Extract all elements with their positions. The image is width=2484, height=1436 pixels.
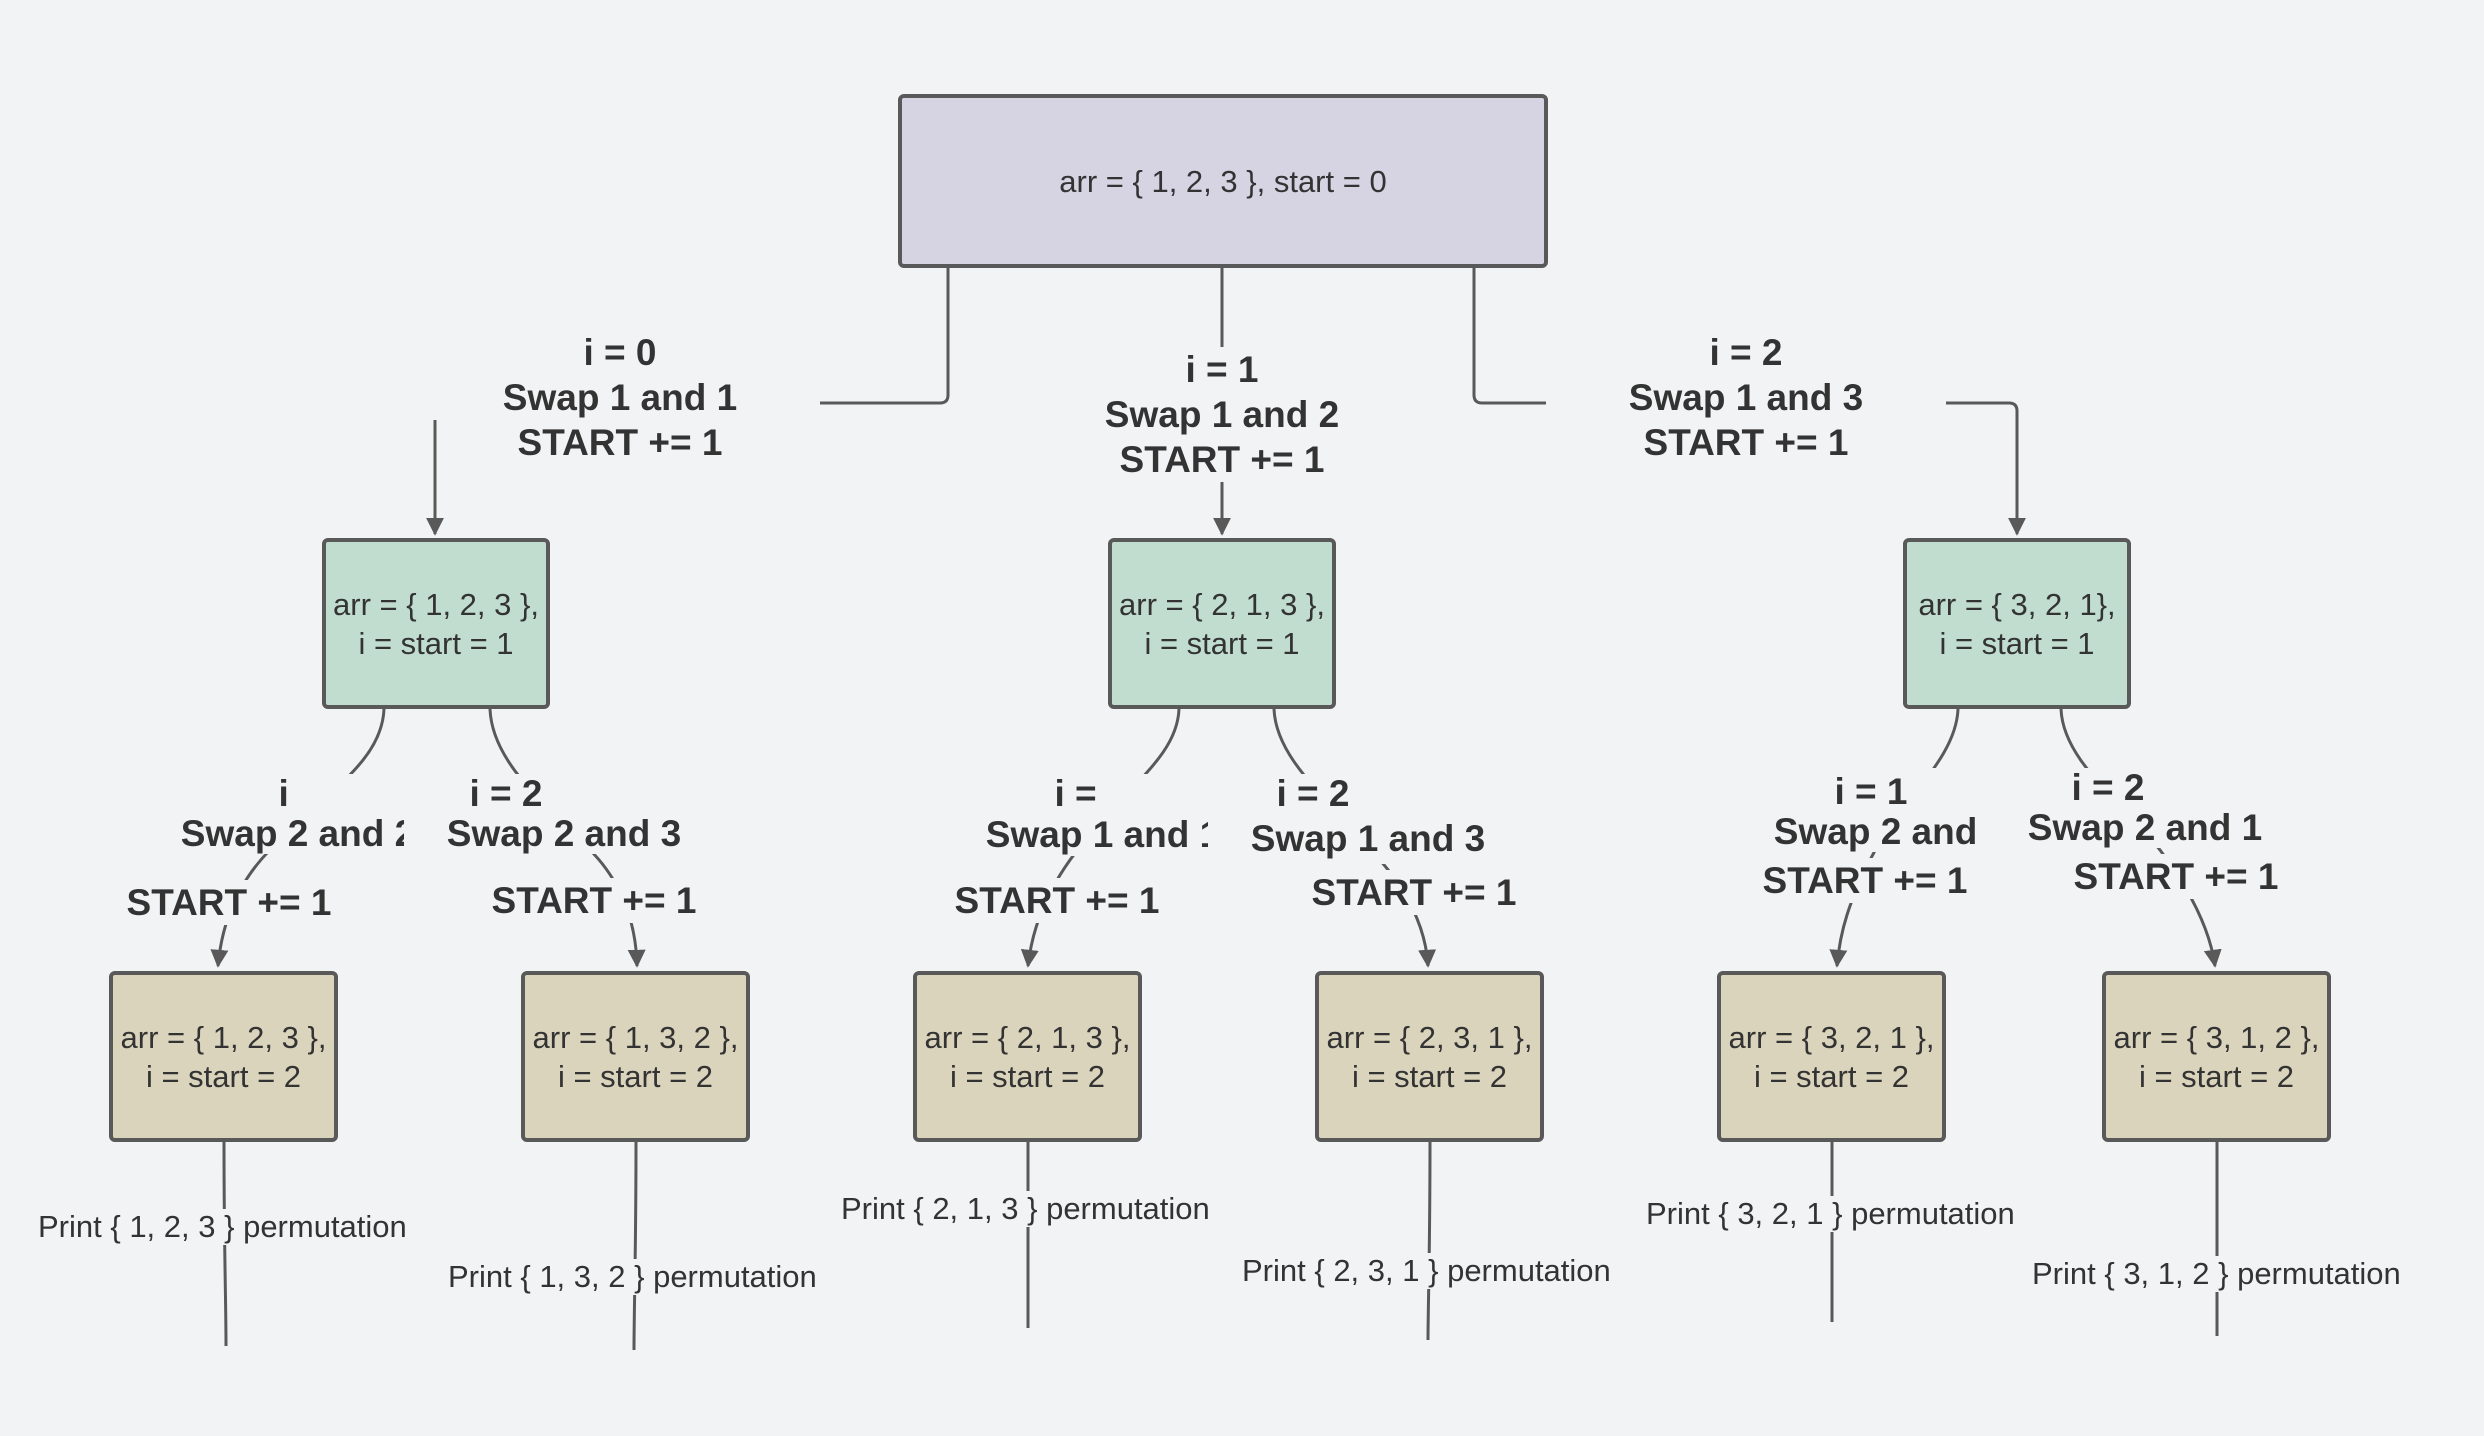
root-node-text: arr = { 1, 2, 3 }, start = 0 bbox=[1059, 163, 1387, 199]
node-array: arr = { 1, 3, 2 }, bbox=[532, 1019, 739, 1055]
edge-index: i = 2 bbox=[1098, 774, 1528, 814]
node-index: i = start = 1 bbox=[1939, 625, 2095, 661]
edge-node3-to-leaf6 bbox=[2059, 708, 2222, 968]
level2-node-6: arr = { 3, 1, 2 },i = start = 2 bbox=[2102, 971, 2331, 1142]
print-label-6: Print { 3, 1, 2 } permutation bbox=[2030, 1256, 2403, 1292]
leaf-line-1 bbox=[222, 1141, 228, 1347]
level1-node-1: arr = { 1, 2, 3 },i = start = 1 bbox=[322, 538, 550, 709]
node-index: i = start = 2 bbox=[949, 1058, 1106, 1094]
node-array: arr = { 2, 1, 3 }, bbox=[1119, 586, 1325, 622]
node-index: i = start = 2 bbox=[2138, 1058, 2295, 1094]
edge-index: i = 2 bbox=[1709, 332, 1783, 373]
leaf-line-2 bbox=[632, 1141, 638, 1351]
node-array: arr = { 1, 2, 3 }, bbox=[120, 1019, 327, 1055]
child-edge-label-4: i = 2 Swap 1 and 3 START += 1 bbox=[1098, 774, 1528, 915]
node-index: i = start = 1 bbox=[358, 625, 514, 661]
edge-swap: Swap 2 and 1 bbox=[1985, 808, 2305, 848]
level1-node-3: arr = { 3, 2, 1},i = start = 1 bbox=[1903, 538, 2131, 709]
edge-start: START += 1 bbox=[1300, 870, 1528, 915]
edge-start: START += 1 bbox=[517, 422, 723, 463]
edge-start: START += 1 bbox=[1679, 858, 2051, 903]
node-index: i = start = 2 bbox=[1351, 1058, 1508, 1094]
level2-node-1: arr = { 1, 2, 3 },i = start = 2 bbox=[109, 971, 338, 1142]
edge-start: START += 1 bbox=[2047, 854, 2305, 899]
print-label-3: Print { 2, 1, 3 } permutation bbox=[839, 1191, 1212, 1227]
print-label-4: Print { 2, 3, 1 } permutation bbox=[1240, 1253, 1613, 1289]
root-edge-label-2: i = 1 Swap 1 and 2 START += 1 bbox=[1022, 347, 1422, 482]
edge-swap: Swap 1 and 2 bbox=[1022, 392, 1422, 437]
print-label-5: Print { 3, 2, 1 } permutation bbox=[1644, 1196, 2017, 1232]
level2-node-2: arr = { 1, 3, 2 },i = start = 2 bbox=[521, 971, 750, 1142]
node-index: i = start = 1 bbox=[1144, 625, 1300, 661]
edge-index: i = 2 bbox=[1911, 768, 2305, 808]
print-label-2: Print { 1, 3, 2 } permutation bbox=[446, 1259, 819, 1295]
edge-swap: Swap 1 and 1 bbox=[420, 375, 820, 420]
root-node: arr = { 1, 2, 3 }, start = 0 bbox=[898, 94, 1548, 268]
level2-node-4: arr = { 2, 3, 1 },i = start = 2 bbox=[1315, 971, 1544, 1142]
node-index: i = start = 2 bbox=[557, 1058, 714, 1094]
edge-start: START += 1 bbox=[1643, 422, 1849, 463]
edge-index: i = 2 bbox=[288, 774, 724, 814]
root-edge-label-3: i = 2 Swap 1 and 3 START += 1 bbox=[1546, 330, 1946, 465]
node-index: i = start = 2 bbox=[145, 1058, 302, 1094]
level2-node-3: arr = { 2, 1, 3 },i = start = 2 bbox=[913, 971, 1142, 1142]
edge-swap: Swap 1 and 3 bbox=[1208, 814, 1528, 864]
leaf-line-4 bbox=[1426, 1141, 1432, 1341]
child-edge-label-2: i = 2 Swap 2 and 3 START += 1 bbox=[288, 774, 724, 923]
edge-start: START += 1 bbox=[1022, 437, 1422, 482]
node-array: arr = { 2, 1, 3 }, bbox=[924, 1019, 1131, 1055]
edge-index: i = 1 bbox=[1022, 347, 1422, 392]
child-edge-label-6: i = 2 Swap 2 and 1 START += 1 bbox=[1911, 768, 2305, 899]
level2-node-5: arr = { 3, 2, 1 },i = start = 2 bbox=[1717, 971, 1946, 1142]
node-array: arr = { 3, 2, 1 }, bbox=[1728, 1019, 1935, 1055]
node-array: arr = { 3, 2, 1}, bbox=[1918, 586, 2116, 622]
level1-node-2: arr = { 2, 1, 3 },i = start = 1 bbox=[1108, 538, 1336, 709]
node-array: arr = { 3, 1, 2 }, bbox=[2113, 1019, 2320, 1055]
root-edge-label-1: i = 0 Swap 1 and 1 START += 1 bbox=[420, 330, 820, 465]
edge-start: START += 1 bbox=[464, 878, 724, 923]
edge-swap: Swap 1 and 3 bbox=[1546, 375, 1946, 420]
edge-start: START += 1 bbox=[847, 878, 1267, 923]
node-index: i = start = 2 bbox=[1753, 1058, 1910, 1094]
node-array: arr = { 2, 3, 1 }, bbox=[1326, 1019, 1533, 1055]
edge-swap: Swap 2 and 3 bbox=[404, 814, 724, 854]
node-array: arr = { 1, 2, 3 }, bbox=[333, 586, 539, 622]
edge-start: START += 1 bbox=[0, 880, 458, 925]
edge-node3-to-leaf5 bbox=[1829, 708, 1960, 968]
print-label-1: Print { 1, 2, 3 } permutation bbox=[36, 1209, 409, 1245]
edge-index: i = 0 bbox=[583, 332, 657, 373]
